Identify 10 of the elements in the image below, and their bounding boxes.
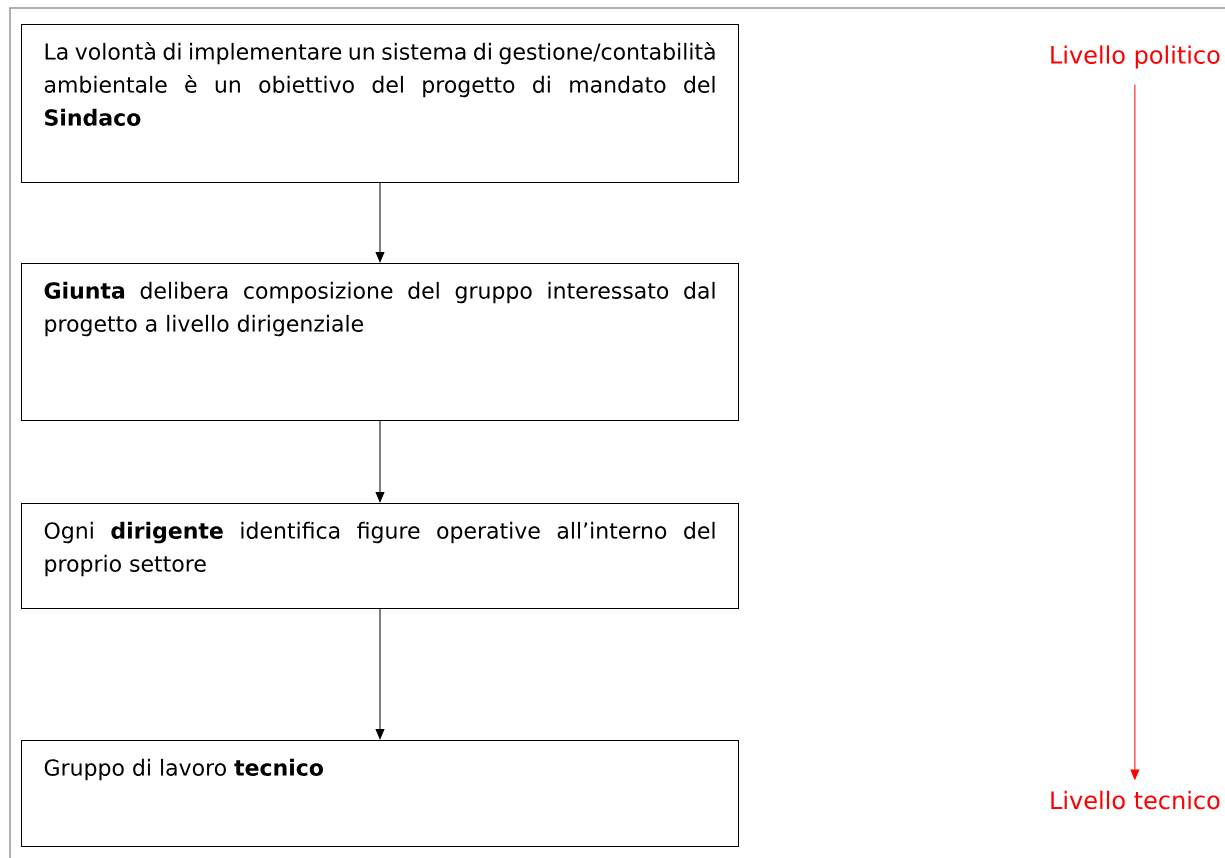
arrow <box>375 420 385 503</box>
process-box: Gruppo di lavoro tecnico <box>21 740 739 847</box>
arrow <box>1130 769 1140 780</box>
level-label: Livello politico <box>1051 45 1220 69</box>
arrow <box>375 182 385 263</box>
level-label: Livello tecnico <box>1051 790 1220 810</box>
process-box: Giunta delibera composizione del gruppo interessato dal progetto a livello dirigenziale <box>21 263 739 421</box>
process-box: Ogni dirigente identifica figure operative all’interno del proprio settore <box>21 503 739 609</box>
arrow <box>375 608 385 740</box>
process-box: La volontà di implementare un sistema di gestione/contabilità ambientale è un obiettivo del progetto di mandato del Sindaco <box>21 24 739 183</box>
